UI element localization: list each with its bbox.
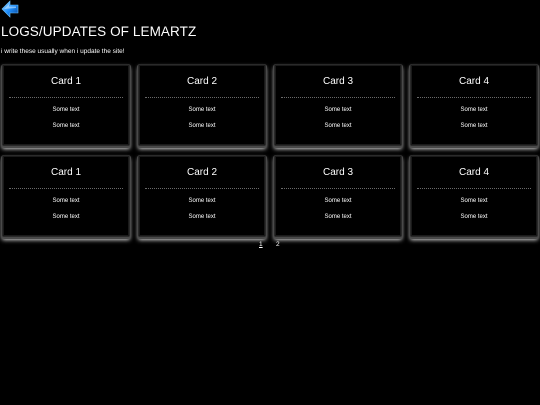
log-card[interactable]: Card 3 Some text Some text xyxy=(274,155,402,237)
card-divider xyxy=(281,97,395,98)
card-divider xyxy=(9,188,123,189)
card-text: Some text xyxy=(460,214,488,220)
card-title: Card 4 xyxy=(458,167,489,178)
card-title: Card 1 xyxy=(50,167,81,178)
card-text: Some text xyxy=(460,107,488,113)
card-divider xyxy=(281,188,395,189)
card-text: Some text xyxy=(324,123,352,129)
card-title: Card 1 xyxy=(50,76,81,87)
log-card[interactable]: Card 3 Some text Some text xyxy=(274,64,402,146)
card-text: Some text xyxy=(188,214,216,220)
card-text: Some text xyxy=(324,107,352,113)
card-text: Some text xyxy=(52,214,80,220)
card-text: Some text xyxy=(188,123,216,129)
card-title: Card 2 xyxy=(186,76,217,87)
card-divider xyxy=(145,188,259,189)
pagination: 1 2 xyxy=(0,241,540,251)
card-divider xyxy=(417,188,531,189)
back-button[interactable] xyxy=(1,0,19,18)
card-text: Some text xyxy=(324,214,352,220)
page-subtitle: i write these usually when i update the … xyxy=(1,48,125,55)
card-title: Card 3 xyxy=(322,76,353,87)
cards-grid: Card 1 Some text Some text Card 2 Some t… xyxy=(2,64,540,237)
card-text: Some text xyxy=(188,198,216,204)
card-text: Some text xyxy=(188,107,216,113)
card-divider xyxy=(9,97,123,98)
card-text: Some text xyxy=(460,198,488,204)
card-text: Some text xyxy=(52,107,80,113)
log-card[interactable]: Card 1 Some text Some text xyxy=(2,155,130,237)
log-card[interactable]: Card 2 Some text Some text xyxy=(138,155,266,237)
card-text: Some text xyxy=(52,198,80,204)
log-card[interactable]: Card 1 Some text Some text xyxy=(2,64,130,146)
page-link-2[interactable]: 2 xyxy=(276,241,280,248)
log-card[interactable]: Card 2 Some text Some text xyxy=(138,64,266,146)
card-text: Some text xyxy=(52,123,80,129)
log-card[interactable]: Card 4 Some text Some text xyxy=(410,64,538,146)
card-title: Card 3 xyxy=(322,167,353,178)
back-arrow-icon xyxy=(1,0,19,18)
card-divider xyxy=(417,97,531,98)
card-title: Card 4 xyxy=(458,76,489,87)
card-text: Some text xyxy=(324,198,352,204)
card-text: Some text xyxy=(460,123,488,129)
card-divider xyxy=(145,97,259,98)
log-card[interactable]: Card 4 Some text Some text xyxy=(410,155,538,237)
card-title: Card 2 xyxy=(186,167,217,178)
page-link-1[interactable]: 1 xyxy=(259,241,263,248)
page-title: LOGS/UPDATES OF LEMARTZ xyxy=(1,24,197,39)
